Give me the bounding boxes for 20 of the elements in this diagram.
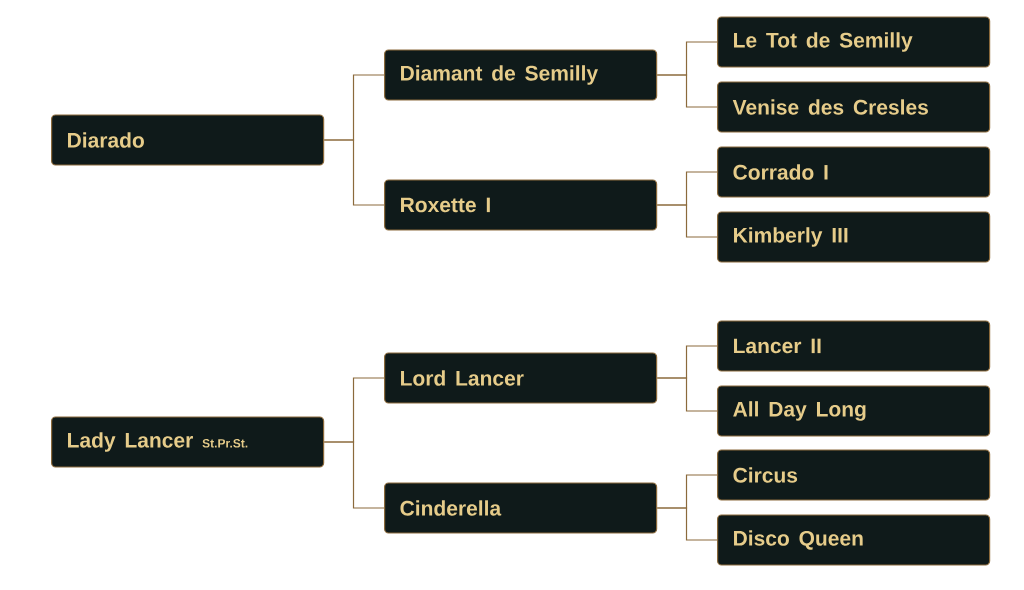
name-box: Diamant de Semilly [384,49,658,101]
connector-line [656,74,718,108]
name-box: Circus [717,449,991,501]
name-box: Lady Lancer St.Pr.St. [51,416,325,468]
name-box: Cinderella [384,482,658,534]
name-box: Kimberly III [717,211,991,263]
name-box: Roxette I [384,179,658,231]
name-box: Le Tot de Semilly [717,16,991,68]
name-box: Diarado [51,114,325,166]
name-box: Disco Queen [717,514,991,566]
connector-line [323,441,385,509]
name-box: Corrado I [717,146,991,198]
connector-line [656,377,718,412]
name-box: Lancer II [717,320,991,372]
name-box: Lord Lancer [384,352,658,404]
connector-line [656,507,718,541]
name-box: Venise des Cresles [717,81,991,133]
name-box: All Day Long [717,385,991,437]
connector-line [323,139,385,206]
connector-line [656,204,718,238]
